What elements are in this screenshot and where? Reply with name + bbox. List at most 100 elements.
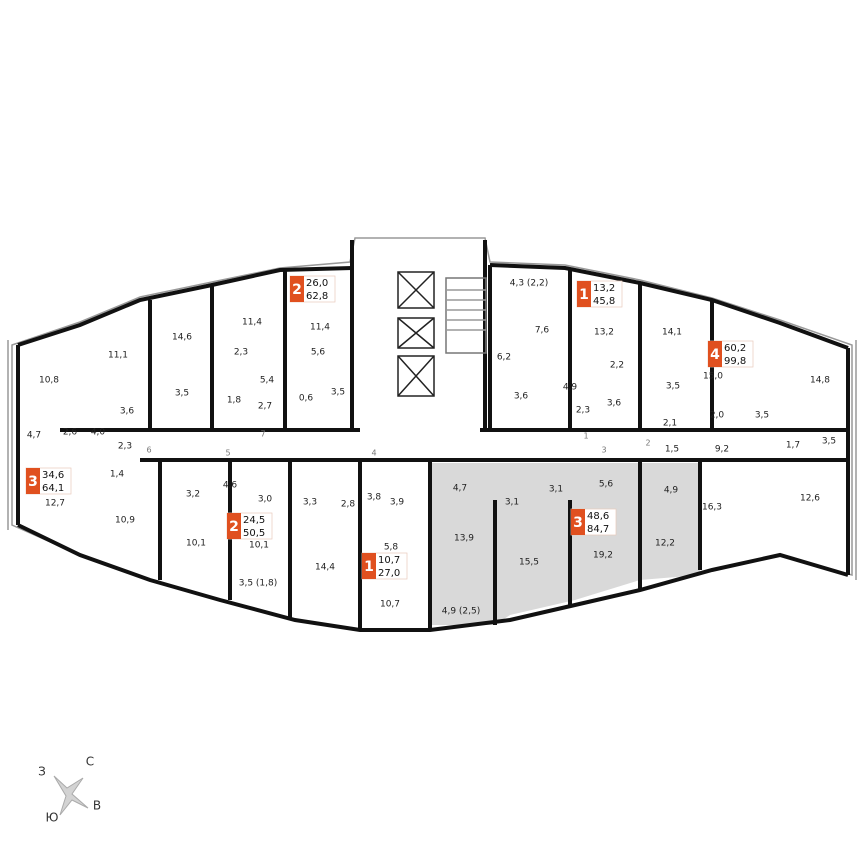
room-area-label: 1,5 [665, 445, 679, 455]
room-area-label: 14,8 [810, 376, 830, 386]
room-area-label: 9,2 [715, 445, 729, 455]
living-area: 10,7 [378, 555, 400, 566]
room-count-badge [571, 509, 585, 535]
room-area-label: 2,0 [710, 411, 725, 421]
living-area: 48,6 [587, 511, 609, 522]
room-count: 1 [579, 287, 589, 303]
room-count: 4 [710, 347, 720, 363]
room-area-label: 0,6 [299, 394, 314, 404]
room-area-label: 4,3 (2,2) [510, 279, 549, 289]
living-area: 26,0 [306, 278, 328, 289]
room-area-label: 4,9 [664, 486, 679, 496]
room-area-label: 3,6 [120, 407, 135, 417]
room-area-label: 10,1 [249, 541, 269, 551]
room-area-label: 15,5 [519, 558, 539, 568]
door-number: 2 [645, 439, 650, 448]
room-area-label: 4,9 [563, 383, 578, 393]
room-area-label: 2,6 [63, 428, 78, 438]
room-area-label: 2,3 [234, 348, 248, 358]
room-area-label: 4,7 [27, 431, 41, 441]
room-count: 3 [573, 515, 583, 531]
highlighted-apartment[interactable] [430, 463, 700, 625]
room-area-label: 3,9 [390, 498, 405, 508]
door-number: 3 [601, 446, 606, 455]
room-area-label: 3,5 [666, 382, 680, 392]
room-area-label: 2,8 [341, 500, 356, 510]
room-area-label: 19,2 [593, 551, 613, 561]
total-area: 27,0 [378, 568, 400, 579]
room-area-label: 2,2 [610, 361, 624, 371]
room-area-label: 14,1 [662, 328, 682, 338]
room-area-label: 11,1 [108, 351, 128, 361]
compass-star-icon [53, 775, 89, 816]
room-area-label: 5,8 [384, 543, 399, 553]
room-area-label: 10,9 [115, 516, 135, 526]
apartment-badge[interactable]: 1 10,7 27,0 [361, 552, 408, 580]
room-area-label: 3,5 [331, 388, 345, 398]
compass-south: Ю [46, 811, 59, 825]
room-area-label: 10,1 [186, 539, 206, 549]
compass-west: З [38, 765, 46, 779]
room-area-label: 5,6 [311, 348, 326, 358]
room-area-label: 13,9 [454, 534, 474, 544]
total-area: 64,1 [42, 483, 64, 494]
room-count: 3 [28, 474, 38, 490]
room-count-badge [577, 281, 591, 307]
room-area-label: 14,4 [315, 563, 335, 573]
room-count: 2 [229, 519, 239, 535]
room-area-label: 12,7 [45, 499, 65, 509]
room-area-label: 3,6 [514, 392, 529, 402]
door-number: 6 [146, 446, 151, 455]
room-count-badge [708, 341, 722, 367]
total-area: 45,8 [593, 296, 615, 307]
room-area-label: 12,6 [800, 494, 820, 504]
apartment-badge[interactable]: 2 24,5 50,5 [226, 512, 273, 540]
compass-north: С [86, 755, 94, 769]
room-area-label: 3,5 (1,8) [239, 579, 278, 589]
apartment-badge[interactable]: 3 34,6 64,1 [25, 467, 72, 495]
room-area-label: 4,6 [223, 481, 238, 491]
room-area-label: 14,6 [172, 333, 192, 343]
room-area-label: 7,6 [535, 326, 550, 336]
living-area: 34,6 [42, 470, 64, 481]
total-area: 50,5 [243, 528, 265, 539]
room-area-label: 3,5 [175, 389, 189, 399]
door-number: 5 [225, 449, 230, 458]
room-count-badge [290, 276, 304, 302]
living-area: 24,5 [243, 515, 265, 526]
room-area-label: 6,2 [497, 353, 511, 363]
room-count-badge [227, 513, 241, 539]
room-count: 1 [364, 559, 374, 575]
room-area-label: 10,7 [380, 600, 400, 610]
walls [16, 240, 850, 632]
door-number: 7 [260, 430, 265, 439]
apartment-badge[interactable]: 4 60,2 99,8 [707, 340, 754, 368]
room-area-label: 12,2 [655, 539, 675, 549]
compass: З С Ю В [38, 755, 101, 825]
room-area-label: 15,0 [703, 372, 723, 382]
room-area-label: 3,3 [303, 498, 317, 508]
room-area-label: 16,3 [702, 503, 722, 513]
living-area: 60,2 [724, 343, 746, 354]
door-number: 4 [371, 449, 376, 458]
compass-east: В [93, 799, 101, 813]
room-area-label: 11,4 [310, 323, 330, 333]
room-area-label: 3,1 [505, 498, 519, 508]
room-area-label: 3,5 [755, 411, 769, 421]
room-area-label: 2,3 [576, 406, 590, 416]
total-area: 99,8 [724, 356, 746, 367]
room-area-label: 4,9 (2,5) [442, 607, 481, 617]
elevator-core [397, 271, 487, 397]
apartment-badge[interactable]: 1 13,2 45,8 [576, 280, 623, 308]
room-labels: 10,811,114,611,42,311,45,65,43,53,61,82,… [27, 279, 836, 617]
living-area: 13,2 [593, 283, 615, 294]
room-area-label: 10,8 [39, 376, 59, 386]
room-area-label: 4,7 [453, 484, 467, 494]
room-area-label: 1,8 [227, 396, 242, 406]
room-area-label: 4,0 [91, 428, 106, 438]
room-area-label: 3,6 [607, 399, 622, 409]
room-area-label: 2,1 [663, 419, 677, 429]
